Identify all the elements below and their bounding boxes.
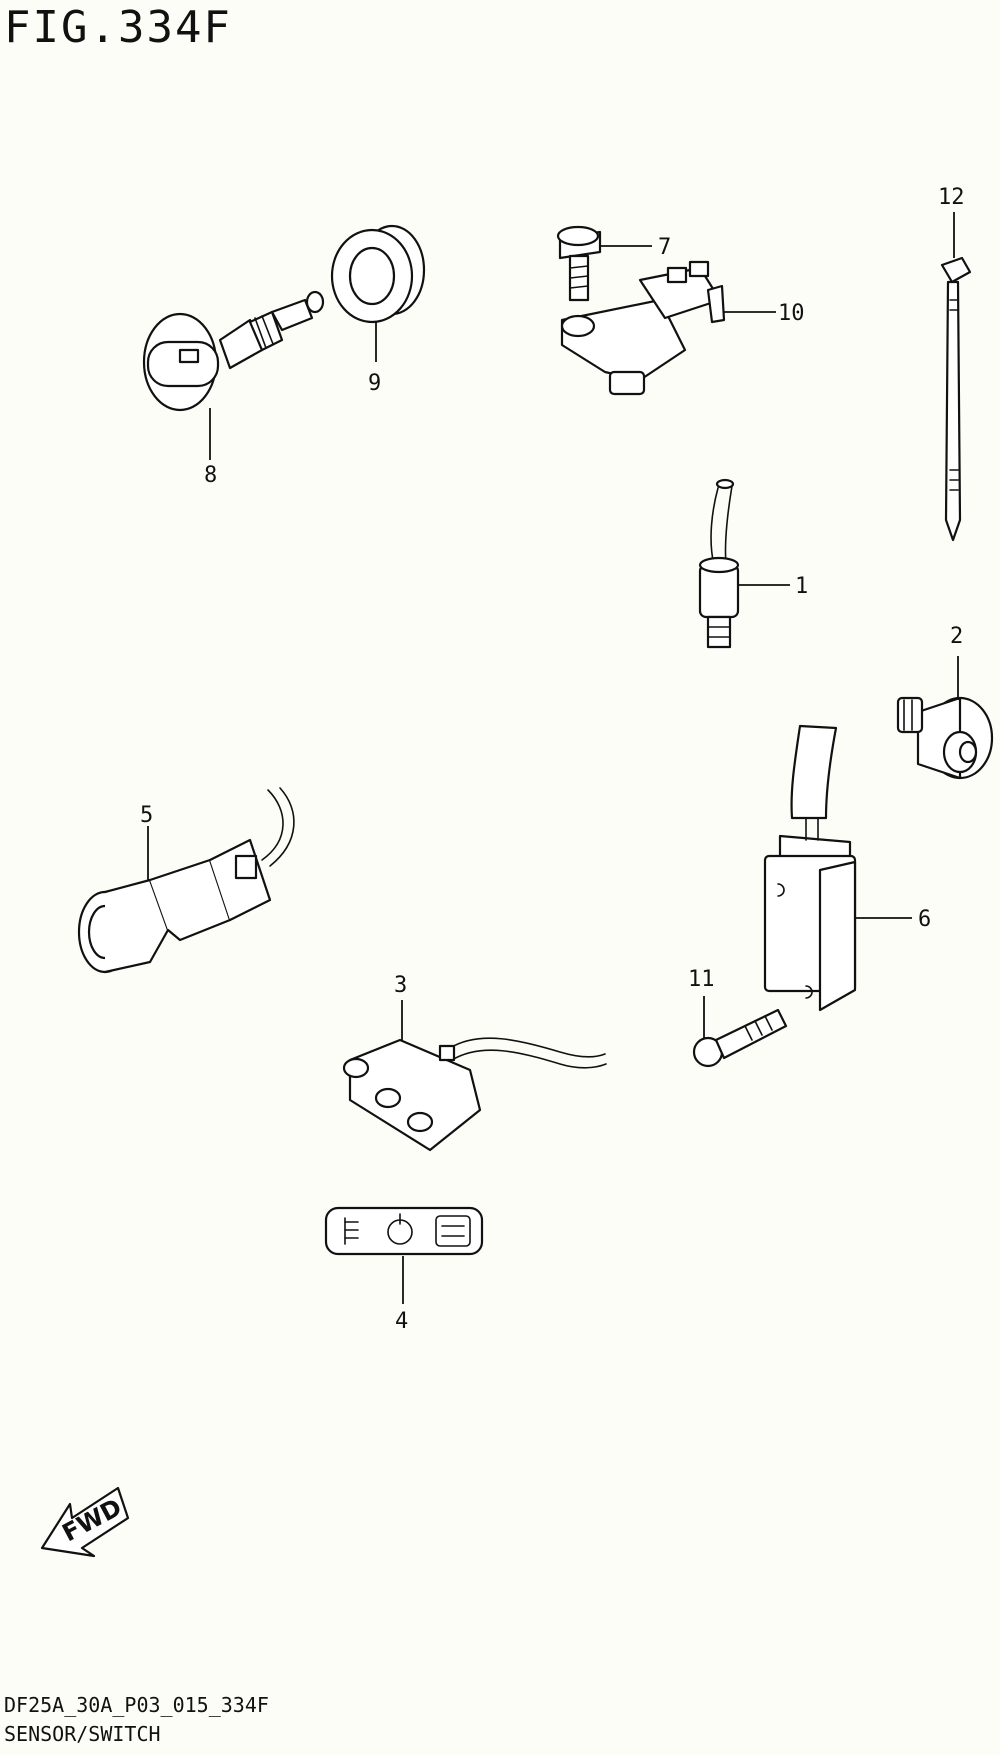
callout-3: 3 xyxy=(394,973,407,1040)
callout-label: 2 xyxy=(950,624,963,649)
callout-8: 8 xyxy=(204,408,217,488)
callout-label: 10 xyxy=(778,301,805,326)
callout-1: 1 xyxy=(738,574,808,599)
callout-label: 3 xyxy=(394,973,407,998)
figure-title: FIG.334F xyxy=(4,2,232,53)
part-8-sensor[interactable] xyxy=(142,290,325,412)
callout-4: 4 xyxy=(395,1256,408,1334)
drawing-caption: SENSOR/SWITCH xyxy=(4,1722,161,1746)
callout-label: 4 xyxy=(395,1309,408,1334)
part-1-temperature-sensor[interactable] xyxy=(698,478,740,649)
part-2-pressure-switch[interactable] xyxy=(896,696,994,780)
callout-label: 11 xyxy=(688,967,715,992)
part-10-pressure-sensor[interactable] xyxy=(560,260,726,396)
part-12-cable-tie[interactable] xyxy=(940,256,972,542)
part-6-switch-unit[interactable] xyxy=(763,724,857,1012)
callout-label: 5 xyxy=(140,803,153,828)
callout-label: 8 xyxy=(204,463,217,488)
callout-label: 12 xyxy=(938,185,965,210)
callout-12: 12 xyxy=(938,185,965,258)
part-4-label[interactable] xyxy=(324,1206,484,1256)
callout-2: 2 xyxy=(950,624,963,700)
callout-7: 7 xyxy=(600,235,671,260)
callout-10: 10 xyxy=(724,301,805,326)
callout-5: 5 xyxy=(140,803,153,880)
part-7-bolt[interactable] xyxy=(556,225,602,302)
fwd-arrow: FWD xyxy=(40,1486,130,1558)
part-11-bolt[interactable] xyxy=(692,1008,788,1068)
callout-label: 7 xyxy=(658,235,671,260)
part-9-grommet[interactable] xyxy=(330,224,426,324)
callout-label: 9 xyxy=(368,371,381,396)
callout-6: 6 xyxy=(855,907,931,932)
callout-9: 9 xyxy=(368,322,381,396)
drawing-code: DF25A_30A_P03_015_334F xyxy=(4,1693,269,1717)
part-3-switch[interactable] xyxy=(342,1037,607,1152)
callout-label: 1 xyxy=(795,574,808,599)
callout-11: 11 xyxy=(688,967,715,1038)
callout-label: 6 xyxy=(918,907,931,932)
part-5-sensor-plug[interactable] xyxy=(77,787,295,974)
